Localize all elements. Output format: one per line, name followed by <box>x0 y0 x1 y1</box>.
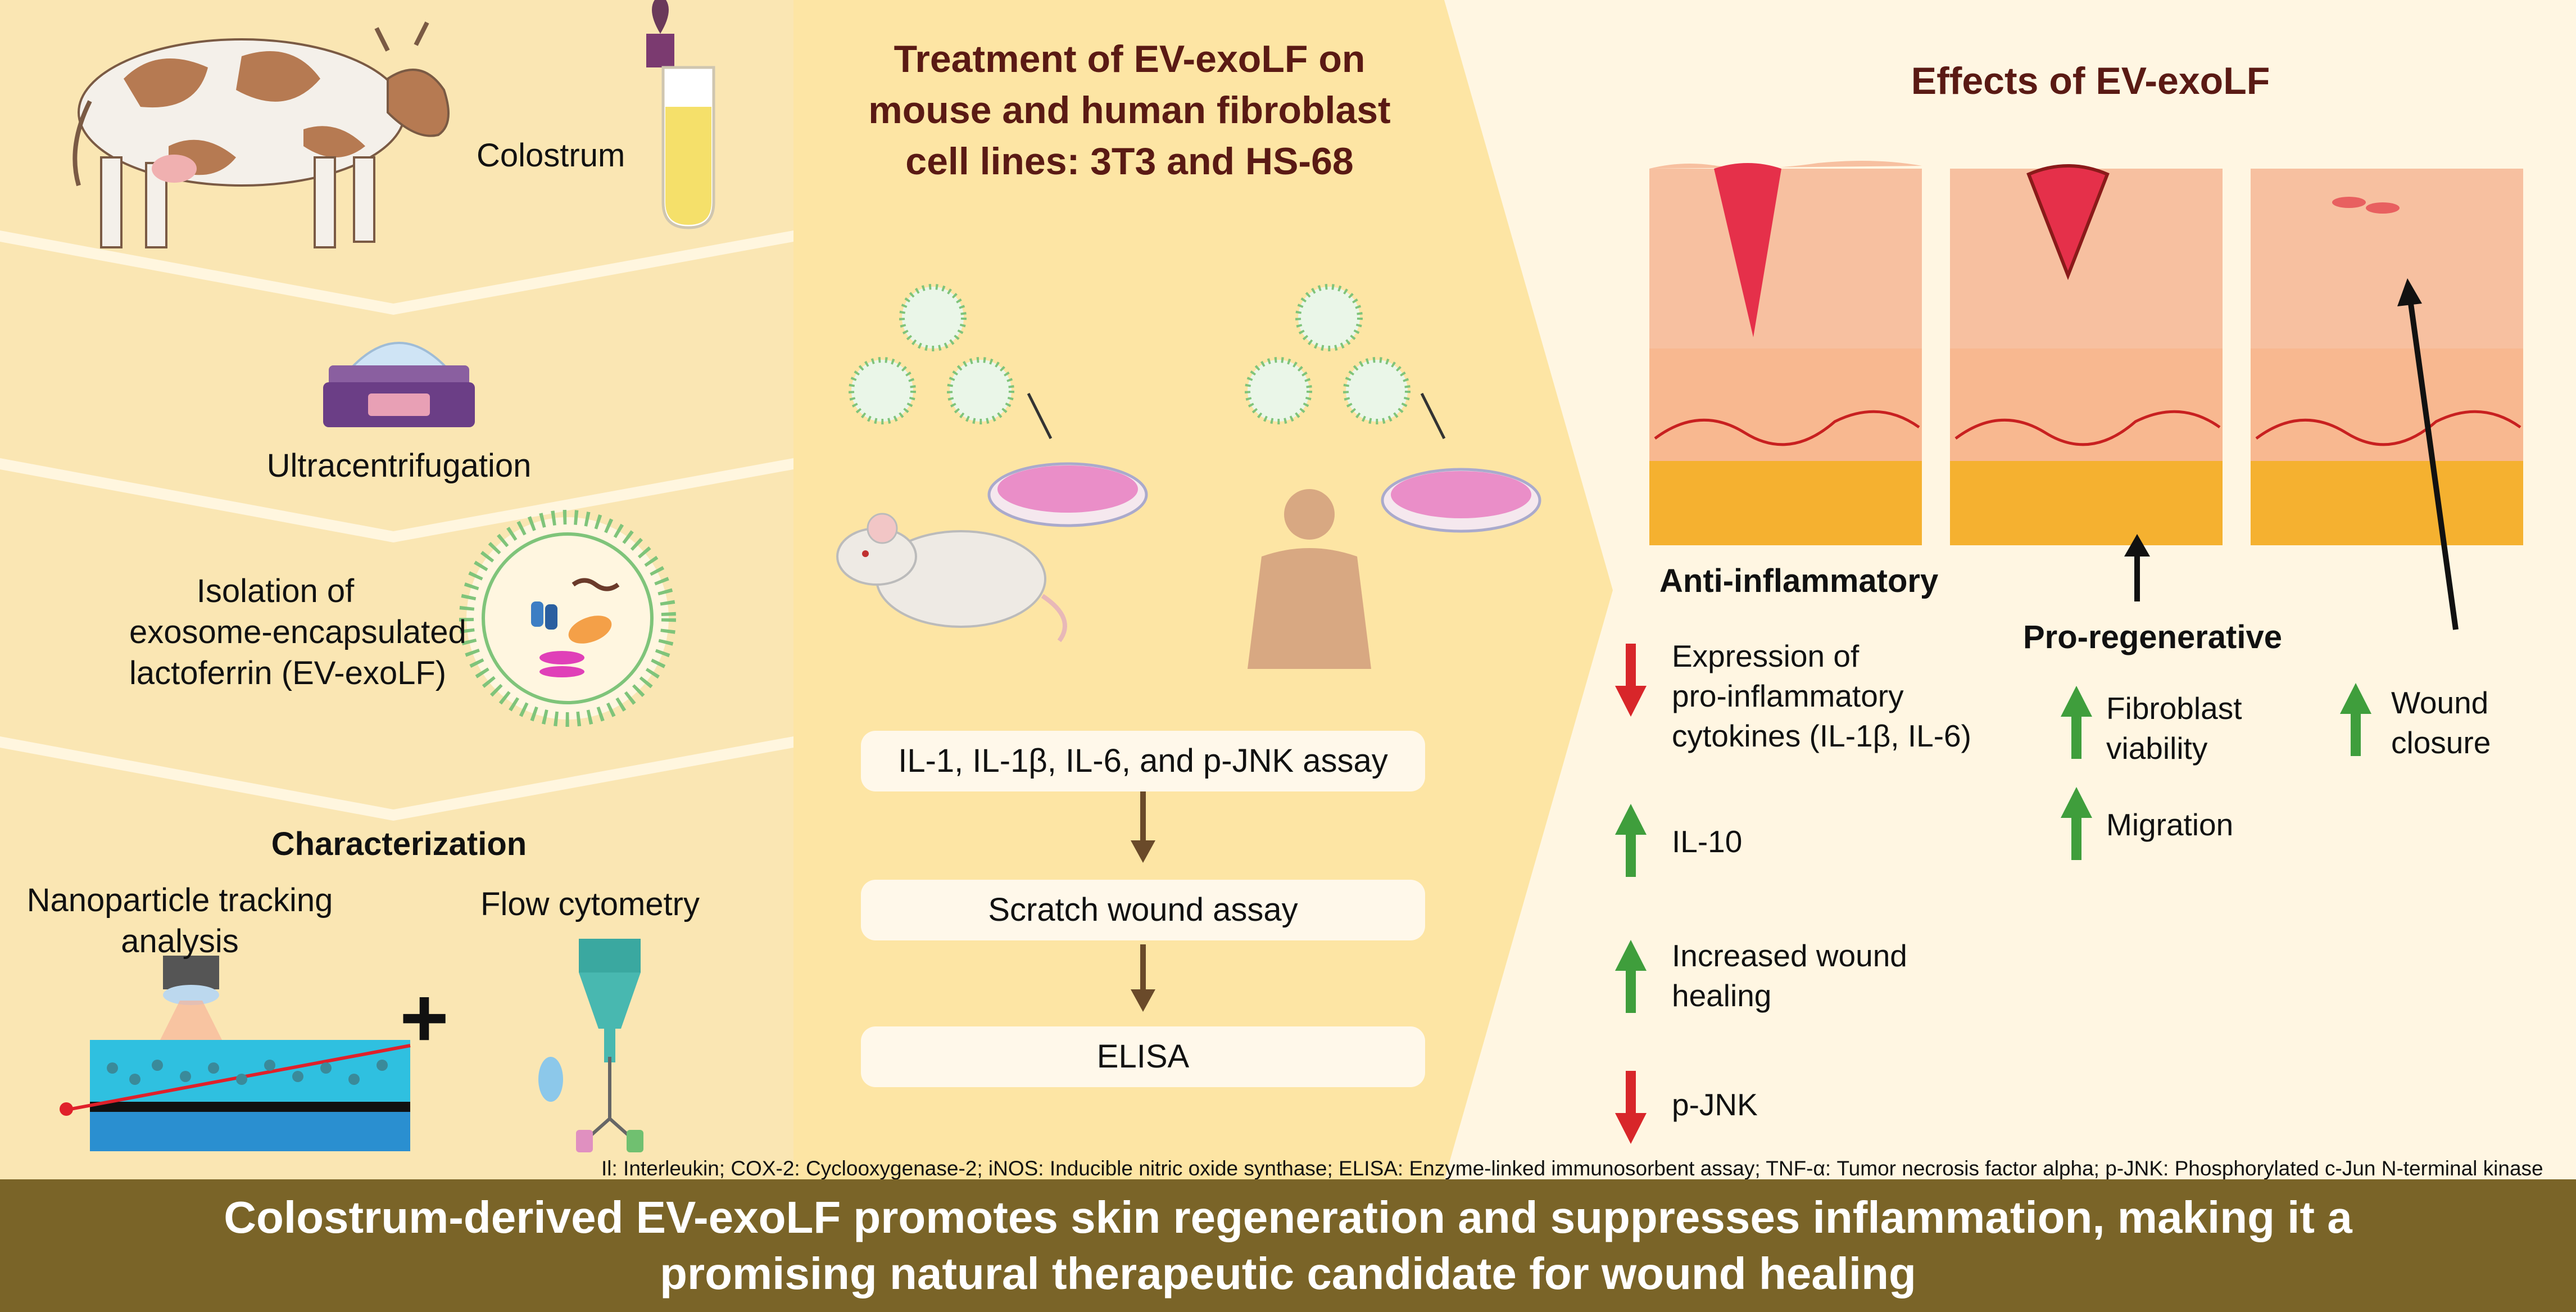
exosome-cluster-mouse <box>849 284 1014 424</box>
culture-dish-mouse <box>987 462 1148 527</box>
skin-block-healed <box>2251 169 2523 545</box>
anti-item: Expression of pro-inflammatory cytokines… <box>1672 636 1971 756</box>
anti-item: Increased wound healing <box>1672 936 1907 1016</box>
treatment-title-line: Treatment of EV-exoLF on <box>894 38 1366 80</box>
closure-item-line: Wound <box>2391 685 2489 720</box>
up-arrow-icon <box>2061 686 2092 759</box>
mouse-illustration <box>836 513 1067 643</box>
pro-item: Fibroblast viability <box>2106 689 2242 768</box>
plus-icon: + <box>400 970 449 1065</box>
anti-item-line: cytokines (IL-1β, IL-6) <box>1672 718 1971 753</box>
anti-item: p-JNK <box>1672 1085 1758 1125</box>
anti-item-line: healing <box>1672 978 1772 1013</box>
nta-label-line: Nanoparticle tracking <box>26 882 333 919</box>
pointer-arrow <box>2124 534 2150 601</box>
up-arrow-icon <box>1615 804 1647 877</box>
step-arrow <box>1131 944 1155 1012</box>
pro-regenerative-title: Pro-regenerative <box>2023 619 2282 655</box>
isolation-label: Isolation of exosome-encapsulated lactof… <box>129 571 466 694</box>
skin-block-regenerating <box>1950 164 2223 545</box>
arrow-to-dish <box>1420 392 1446 440</box>
characterization-title: Characterization <box>271 826 527 862</box>
pro-item-line: viability <box>2106 731 2208 766</box>
pro-item-line: Migration <box>2106 807 2234 842</box>
anti-item-line: p-JNK <box>1672 1087 1758 1122</box>
colostrum-tube-illustration <box>646 0 715 229</box>
flow-cytometry-label: Flow cytometry <box>480 886 700 922</box>
assay-step-box: ELISA <box>861 1026 1425 1087</box>
pointer-arrow <box>2397 278 2459 630</box>
assay-step-box: Scratch wound assay <box>861 880 1425 940</box>
effects-title: Effects of EV-exoLF <box>1911 60 2270 102</box>
arrow-to-dish <box>1027 392 1053 440</box>
assay-step-box: IL-1, IL-1β, IL-6, and p-JNK assay <box>861 731 1425 791</box>
nta-label: Nanoparticle tracking analysis <box>22 880 337 962</box>
skin-block-inflamed <box>1649 161 1922 545</box>
ultracentrifuge-illustration <box>323 342 475 427</box>
isolation-label-line: Isolation of <box>196 573 355 609</box>
closure-item: Wound closure <box>2391 683 2491 763</box>
pro-item-line: Fibroblast <box>2106 691 2242 726</box>
cow-illustration <box>72 21 450 248</box>
conclusion-banner: Colostrum-derived EV-exoLF promotes skin… <box>0 1179 2576 1312</box>
step-arrow <box>1131 791 1155 863</box>
up-arrow-icon <box>2340 683 2371 756</box>
exosome-illustration <box>459 510 676 727</box>
anti-item-line: IL-10 <box>1672 824 1743 859</box>
nta-label-line: analysis <box>121 923 239 960</box>
exosome-cluster-human <box>1245 284 1411 424</box>
isolation-label-line: exosome-encapsulated <box>129 614 466 650</box>
pro-item: Migration <box>2106 805 2233 845</box>
nta-illustration <box>60 956 411 1151</box>
human-silhouette <box>1248 489 1371 669</box>
abbreviations-note: Il: Interleukin; COX-2: Cyclooxygenase-2… <box>601 1157 2543 1180</box>
ultracentrifugation-label: Ultracentrifugation <box>266 447 532 484</box>
treatment-title-line: mouse and human fibroblast <box>868 89 1391 132</box>
treatment-title: Treatment of EV-exoLF on mouse and human… <box>815 34 1444 187</box>
down-arrow-icon <box>1615 644 1647 717</box>
flow-cytometer-illustration <box>538 939 643 1152</box>
anti-inflammatory-title: Anti-inflammatory <box>1659 563 1939 599</box>
conclusion-line: Colostrum-derived EV-exoLF promotes skin… <box>224 1192 2352 1242</box>
anti-item-line: Increased wound <box>1672 938 1907 973</box>
down-arrow-icon <box>1615 1071 1647 1144</box>
conclusion-line: promising natural therapeutic candidate … <box>660 1248 1916 1299</box>
culture-dish-human <box>1381 468 1541 533</box>
colostrum-label: Colostrum <box>477 137 625 174</box>
isolation-label-line: lactoferrin (EV-exoLF) <box>129 655 447 691</box>
anti-item-line: pro-inflammatory <box>1672 678 1904 713</box>
up-arrow-icon <box>2061 787 2092 860</box>
up-arrow-icon <box>1615 940 1647 1013</box>
anti-item: IL-10 <box>1672 822 1742 862</box>
anti-item-line: Expression of <box>1672 639 1860 673</box>
closure-item-line: closure <box>2391 725 2491 760</box>
treatment-title-line: cell lines: 3T3 and HS-68 <box>905 140 1354 183</box>
